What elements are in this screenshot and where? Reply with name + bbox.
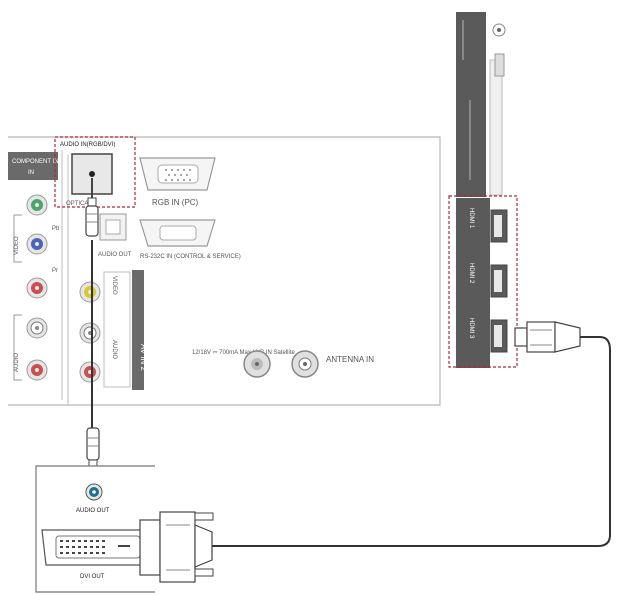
side-panel-upper [456, 12, 486, 197]
av-in-strip [132, 270, 144, 390]
pb-label: Pb [52, 226, 60, 232]
audio-plug-tv [85, 178, 99, 237]
av-audio-label: AUDIO [111, 340, 117, 359]
hdmi-3-label: HDMI 3 [468, 318, 474, 339]
lnb-note: 12/18V ⎓ 700mA Max LNB IN Satellite [192, 350, 296, 356]
dvi-plug [139, 511, 214, 583]
tv-rear-panel: COMPONENT IN IN Pb Pr VIDEO AUDIO AV IN … [8, 136, 441, 406]
antenna-label: ANTENNA IN [326, 355, 374, 364]
rgb-in-label: RGB IN (PC) [152, 198, 199, 207]
pc-audio-out-label: AUDIO OUT [76, 508, 110, 514]
audio-in-label: AUDIO IN(RGB/DVI) [60, 142, 115, 148]
hdmi-cable [212, 336, 611, 547]
component-in-label: COMPONENT IN [12, 159, 59, 165]
av-video-label: VIDEO [111, 276, 117, 295]
side-panel-hdmi [456, 198, 490, 368]
usb-port[interactable] [494, 53, 505, 77]
hdmi-highlight [448, 195, 518, 368]
optical-label: OPTICAL [66, 201, 92, 207]
component-video-label: VIDEO [14, 236, 20, 255]
component-in-header [8, 152, 58, 180]
pc-box: AUDIO OUT DVI OUT [35, 465, 155, 593]
audio-out-label: AUDIO OUT [98, 252, 132, 258]
hdmi-2-label: HDMI 2 [468, 263, 474, 284]
rs232-label: RS-232C IN (CONTROL & SERVICE) [140, 254, 241, 260]
svg-text:IN: IN [28, 170, 34, 176]
pc-dvi-out-label: DVI OUT [80, 574, 105, 580]
hdmi-plug [514, 321, 581, 353]
component-audio-label: AUDIO [14, 353, 20, 372]
av-in-label: AV IN 2 [139, 344, 148, 372]
side-panel: HDMI 1 HDMI 2 HDMI 3 [448, 12, 518, 368]
pr-label: Pr [52, 268, 58, 274]
hdmi-1-label: HDMI 1 [468, 208, 474, 229]
